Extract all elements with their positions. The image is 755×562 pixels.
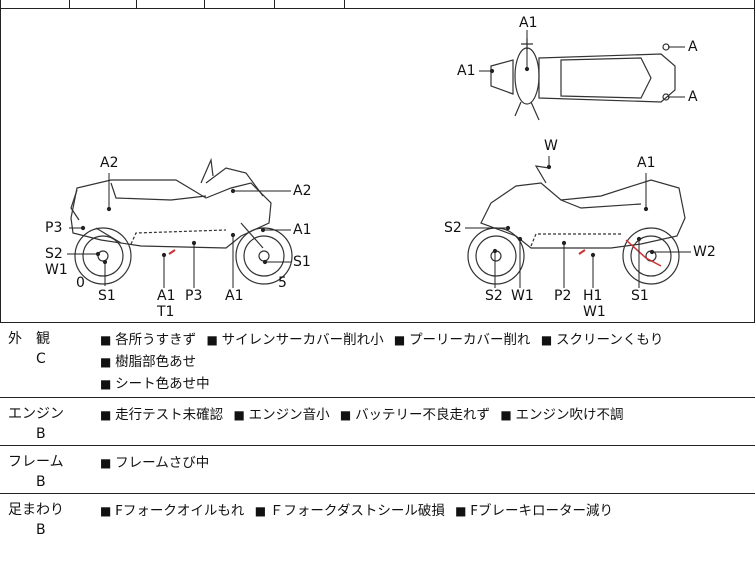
top-cell (344, 0, 755, 8)
note-item: バッテリー不良走れず (340, 407, 490, 423)
category-cell: 足まわり B (8, 500, 88, 540)
damage-label: S2 (45, 246, 63, 262)
note-item: Fブレーキローター減り (455, 503, 613, 519)
category-grade: B (36, 522, 46, 538)
category-name: 外 観 (8, 331, 50, 347)
damage-label: S1 (293, 254, 311, 270)
note-item: エンジン吹け不調 (500, 407, 623, 423)
damage-label: T1 (157, 304, 175, 320)
note-item: サイレンサーカバー削れ小 (206, 332, 383, 348)
notes-cell: フレームさび中 (100, 452, 750, 474)
category-name: エンジン (8, 406, 64, 422)
scooter-left-side-icon (70, 157, 293, 285)
damage-label: A (688, 89, 698, 105)
report-row-exterior: 外 観 C 各所うすきず サイレンサーカバー削れ小 プーリーカバー削れ スクリー… (0, 323, 755, 398)
damage-label: A (688, 39, 698, 55)
top-cell (68, 0, 137, 8)
category-grade: C (36, 351, 46, 367)
damage-label: P3 (45, 220, 63, 236)
note-item: エンジン音小 (233, 407, 329, 423)
category-name: 足まわり (8, 502, 64, 518)
damage-label: A1 (457, 63, 476, 79)
damage-label: W1 (583, 304, 606, 320)
damage-label: W2 (693, 244, 716, 260)
note-item: 各所うすきず (100, 332, 196, 348)
damage-label: 0 (76, 275, 85, 291)
note-item: Ｆフォークダストシール破損 (255, 503, 445, 519)
note-item: 樹脂部色あせ (100, 354, 196, 370)
note-item: プーリーカバー削れ (394, 332, 531, 348)
damage-label: W (544, 138, 558, 154)
note-item: Fフォークオイルもれ (100, 503, 244, 519)
top-cell (204, 0, 275, 8)
damage-label: A2 (293, 183, 312, 199)
category-cell: エンジン B (8, 404, 88, 444)
damage-label: A2 (100, 155, 119, 171)
scooter-right-side-icon (467, 165, 686, 285)
report-row-frame: フレーム B フレームさび中 (0, 446, 755, 494)
damage-label: S2 (444, 220, 462, 236)
damage-label: A1 (519, 15, 538, 31)
damage-label: A1 (293, 222, 312, 238)
damage-label: P2 (554, 288, 572, 304)
category-grade: B (36, 474, 46, 490)
damage-label: S1 (631, 288, 649, 304)
damage-label: H1 (583, 288, 603, 304)
damage-label: W1 (45, 262, 68, 278)
category-grade: B (36, 426, 46, 442)
damage-label: 5 (278, 275, 287, 291)
report-row-suspension: 足まわり B Fフォークオイルもれ Ｆフォークダストシール破損 Fブレーキロータ… (0, 494, 755, 562)
category-name: フレーム (8, 454, 64, 470)
note-item: フレームさび中 (100, 455, 209, 471)
category-cell: フレーム B (8, 452, 88, 492)
top-cell (274, 0, 345, 8)
condition-report: 外 観 C 各所うすきず サイレンサーカバー削れ小 プーリーカバー削れ スクリー… (0, 322, 755, 562)
note-item: スクリーンくもり (541, 332, 663, 348)
notes-cell: 各所うすきず サイレンサーカバー削れ小 プーリーカバー削れ スクリーンくもり 樹… (100, 329, 750, 395)
scooter-drawings (67, 30, 691, 288)
scooter-top-view-icon (490, 38, 676, 121)
category-cell: 外 観 C (8, 329, 88, 369)
damage-label: P3 (185, 288, 203, 304)
report-row-engine: エンジン B 走行テスト未確認 エンジン音小 バッテリー不良走れず エンジン吹け… (0, 398, 755, 446)
leader-lines (67, 30, 691, 288)
notes-cell: 走行テスト未確認 エンジン音小 バッテリー不良走れず エンジン吹け不調 (100, 404, 750, 426)
top-cell (0, 0, 70, 8)
damage-diagram: A2 A2 P3 A1 S2 W1 S1 0 5 S1 A1 T1 P3 A1 … (0, 8, 755, 322)
note-item: シート色あせ中 (100, 376, 210, 392)
note-item: 走行テスト未確認 (100, 407, 223, 423)
damage-label: A1 (225, 288, 244, 304)
damage-label: A1 (637, 155, 656, 171)
damage-label: S1 (98, 288, 116, 304)
notes-cell: Fフォークオイルもれ Ｆフォークダストシール破損 Fブレーキローター減り (100, 500, 750, 522)
top-cell (136, 0, 205, 8)
damage-label: W1 (511, 288, 534, 304)
damage-label: A1 (157, 288, 176, 304)
damage-label: S2 (485, 288, 503, 304)
